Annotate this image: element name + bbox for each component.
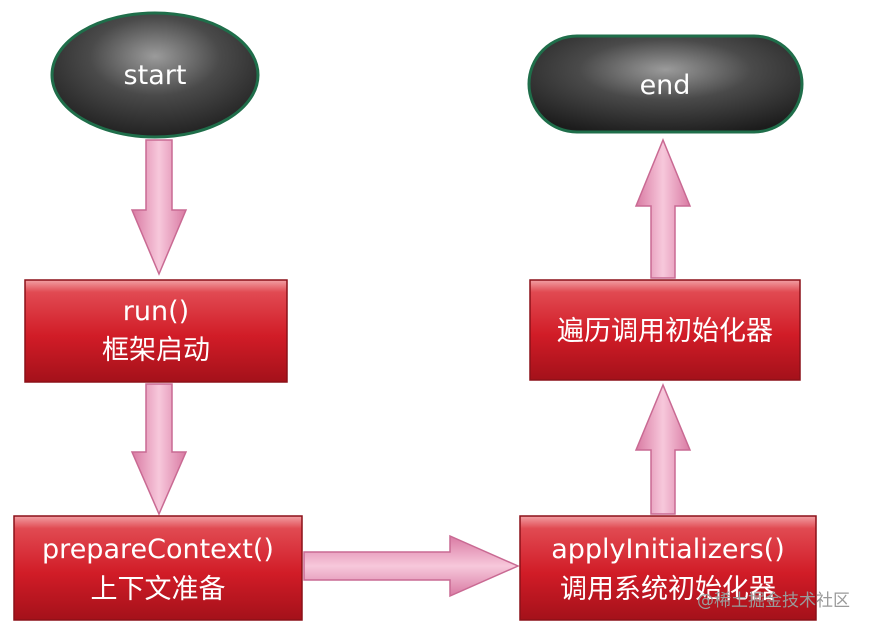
run-label-line2: 框架启动 — [102, 335, 210, 366]
traverse-initializers-node: 遍历调用初始化器 — [529, 279, 801, 381]
arrow-prepare-to-apply — [303, 534, 520, 598]
arrow-traverse-to-end — [634, 138, 692, 279]
start-label: start — [124, 60, 187, 91]
start-node: start — [50, 11, 260, 139]
apply-initializers-label-line2: 调用系统初始化器 — [560, 574, 776, 605]
end-label: end — [640, 70, 691, 101]
prepare-context-label-line2: 上下文准备 — [91, 574, 226, 605]
apply-initializers-node: applyInitializers() 调用系统初始化器 — [519, 515, 817, 621]
prepare-context-node: prepareContext() 上下文准备 — [13, 515, 303, 621]
end-node: end — [527, 34, 804, 134]
arrow-apply-to-traverse — [634, 383, 692, 515]
arrow-run-to-prepare — [130, 383, 188, 516]
apply-initializers-label-line1: applyInitializers() — [551, 534, 785, 565]
traverse-initializers-label: 遍历调用初始化器 — [557, 316, 773, 347]
watermark-text: @稀土掘金技术社区 — [697, 591, 850, 611]
run-label-line1: run() — [123, 296, 189, 327]
run-node: run() 框架启动 — [24, 279, 288, 383]
prepare-context-label-line1: prepareContext() — [42, 534, 274, 565]
arrow-start-to-run — [130, 139, 188, 276]
